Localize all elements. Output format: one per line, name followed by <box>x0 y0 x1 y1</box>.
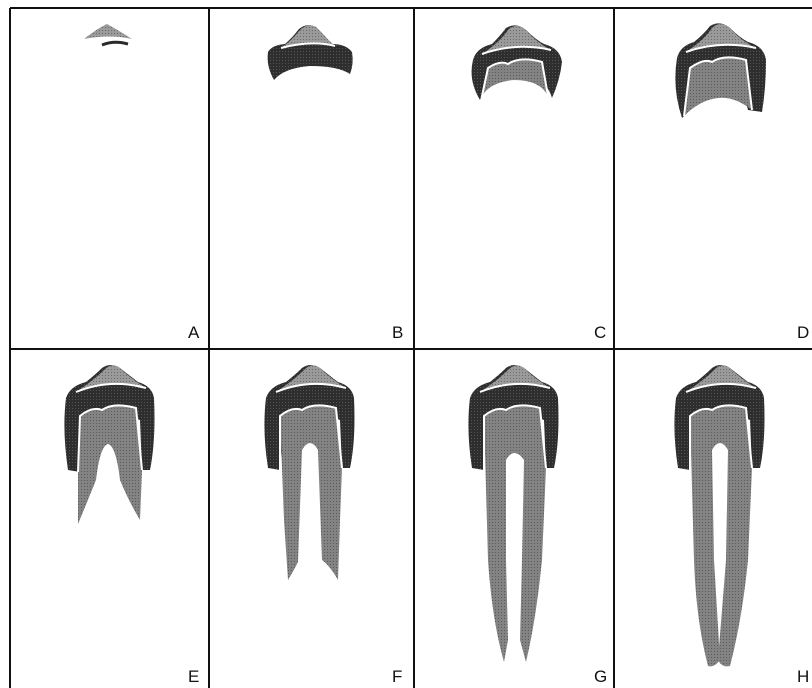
panel-label-f: F <box>392 668 402 685</box>
panel-label-d: D <box>797 324 809 341</box>
panel-label-b: B <box>392 324 403 341</box>
panel-label-e: E <box>188 668 199 685</box>
panel-label-h: H <box>797 668 809 685</box>
panel-label-c: C <box>594 324 606 341</box>
panel-label-g: G <box>594 668 607 685</box>
panel-label-a: A <box>188 324 199 341</box>
